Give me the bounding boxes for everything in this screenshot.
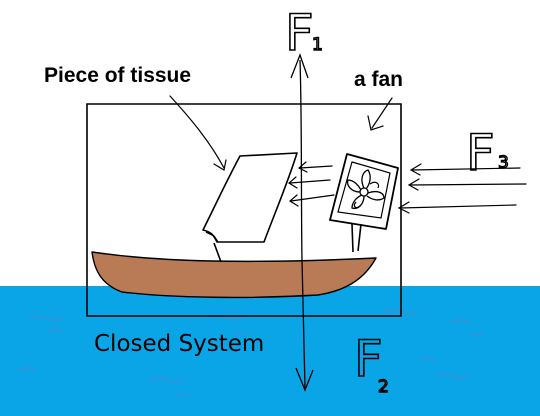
fan-label-pointer <box>367 97 393 131</box>
f3-letter: F <box>466 124 495 182</box>
f1-arrowhead-icon <box>290 53 309 79</box>
tissue-label-pointer <box>169 95 227 171</box>
fan-inner-frame <box>337 161 391 219</box>
fan-air-arrows <box>287 161 335 207</box>
tissue-fold <box>205 231 219 243</box>
fan-handle <box>351 223 362 253</box>
f1-letter: F <box>285 4 314 62</box>
f3-arrows <box>397 163 527 214</box>
tissue-label: Piece of tissue <box>44 64 191 87</box>
f2-arrowhead-icon <box>295 367 314 392</box>
f3-subscript: 3 <box>498 153 509 173</box>
fan-frame <box>329 153 399 230</box>
f2-subscript: 2 <box>378 377 389 397</box>
closed-system-boundary <box>86 103 402 317</box>
boat-hull <box>91 251 377 299</box>
f2-letter: F <box>354 330 383 388</box>
f1-subscript: 1 <box>312 35 323 55</box>
vertical-force-line <box>299 59 306 389</box>
closed-system-label: Closed System <box>94 331 264 357</box>
fan <box>329 153 399 253</box>
fan-blades-icon <box>346 169 385 210</box>
tissue-mast <box>213 242 222 263</box>
fan-label: a fan <box>354 68 403 91</box>
water <box>0 286 540 416</box>
